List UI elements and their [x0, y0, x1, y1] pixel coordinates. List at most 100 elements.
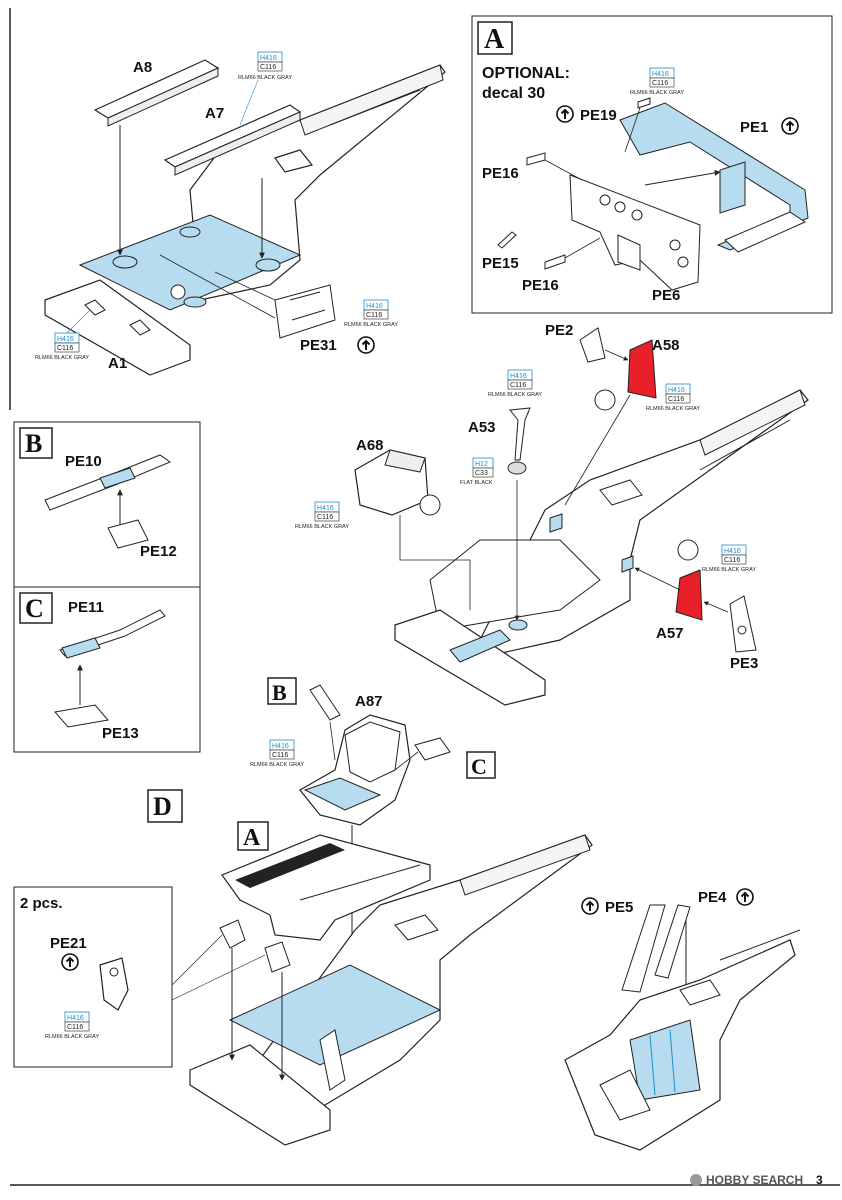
paint-callout: H416 C116 RLM66 BLACK GRAY [35, 309, 91, 361]
label-a57: A57 [656, 625, 684, 642]
svg-text:C116: C116 [724, 557, 740, 564]
label-pe6: PE6 [652, 287, 680, 304]
part-pe1 [619, 102, 809, 251]
top-left-assembly: A8 A7 A1 PE31 H416 C116 RLM66 BLACK GRAY… [35, 51, 446, 376]
label-a87: A87 [355, 693, 383, 710]
up-arrow-circle-icon [736, 888, 754, 906]
box-pe21: 2 pcs. PE21 H416 C116 RLM66 BLACK GRAY [13, 886, 173, 1068]
svg-text:RLM66 BLACK GRAY: RLM66 BLACK GRAY [702, 567, 756, 573]
label-a7: A7 [205, 105, 224, 122]
label-pe31: PE31 [300, 337, 337, 354]
paint-callout: H416 C116 RLM66 BLACK GRAY [344, 299, 398, 328]
svg-text:H416: H416 [57, 336, 74, 343]
bottom-right-harness: PE5 PE4 [564, 888, 801, 1151]
svg-text:C116: C116 [366, 312, 382, 319]
paint-callout: H416 C116 RLM66 BLACK GRAY [702, 544, 756, 573]
section-letter-a-ref: A [243, 825, 261, 851]
svg-text:C33: C33 [475, 470, 488, 477]
part-a58 [627, 339, 657, 399]
box-b-lap-belt: B PE10 PE12 [13, 421, 201, 588]
label-pe19: PE19 [580, 107, 617, 124]
label-a1: A1 [108, 355, 127, 372]
part-a8 [93, 59, 220, 119]
label-pe13: PE13 [102, 725, 139, 742]
svg-text:H416: H416 [272, 743, 289, 750]
up-arrow-circle-icon [581, 897, 599, 915]
svg-text:C116: C116 [57, 345, 73, 352]
svg-text:H416: H416 [510, 373, 527, 380]
label-pe15: PE15 [482, 255, 519, 272]
paint-callout: H12 C33 FLAT BLACK [460, 457, 494, 486]
paint-callout: H416 C116 RLM66 BLACK GRAY [630, 67, 684, 96]
section-letter-b: B [25, 429, 42, 458]
paint-callout: H416 C116 RLM66 BLACK GRAY [238, 51, 292, 126]
label-pe4: PE4 [698, 889, 727, 906]
section-letter-c: C [25, 594, 44, 623]
part-pe13 [54, 704, 109, 728]
svg-text:RLM66 BLACK GRAY: RLM66 BLACK GRAY [45, 1034, 99, 1040]
cockpit-floor-blue [78, 214, 302, 311]
label-pe12: PE12 [140, 543, 177, 560]
seat-assembly: B A87 C H416 C116 RLM66 BLACK GRAY [250, 677, 496, 1021]
svg-text:RLM66 BLACK GRAY: RLM66 BLACK GRAY [630, 90, 684, 96]
box-a-instrument-panel: A OPTIONAL: decal 30 PE19 PE1 PE16 PE15 … [471, 15, 833, 314]
base-plate-a1 [44, 279, 191, 376]
label-pe16-top: PE16 [482, 165, 519, 182]
part-a57 [675, 569, 703, 621]
part-pe15 [497, 231, 517, 249]
seat-belt-b-icon [309, 684, 341, 721]
page-number: 3 [816, 1173, 823, 1187]
svg-text:H416: H416 [366, 303, 383, 310]
up-arrow-circle-icon [781, 117, 799, 135]
label-optional: OPTIONAL: [482, 65, 570, 82]
part-pe16-bottom [544, 254, 566, 270]
paint-callout: H416 C116 RLM66 BLACK GRAY [250, 739, 304, 768]
section-letter-d: D [153, 792, 172, 821]
svg-text:C116: C116 [272, 752, 288, 759]
part-pe4-belt [654, 904, 691, 979]
svg-text:C116: C116 [652, 80, 668, 87]
svg-text:RLM66 BLACK GRAY: RLM66 BLACK GRAY [238, 75, 292, 81]
paint-callout: H416 C116 RLM66 BLACK GRAY [295, 501, 349, 530]
svg-text:RLM66 BLACK GRAY: RLM66 BLACK GRAY [488, 392, 542, 398]
part-pe2 [579, 327, 606, 363]
label-two-pcs: 2 pcs. [20, 895, 63, 912]
label-pe16-bottom: PE16 [522, 277, 559, 294]
svg-text:RLM66 BLACK GRAY: RLM66 BLACK GRAY [250, 762, 304, 768]
part-pe3 [729, 595, 757, 653]
part-pe21 [99, 957, 129, 1011]
label-pe3: PE3 [730, 655, 758, 672]
up-arrow-circle-icon [61, 953, 79, 971]
watermark-logo-icon [690, 1174, 702, 1186]
box-c-shoulder-belt: C PE11 PE13 [13, 586, 201, 753]
seat-belt-c-icon [414, 737, 451, 761]
instrument-panel-d [221, 834, 431, 941]
svg-text:FLAT BLACK: FLAT BLACK [460, 480, 493, 486]
svg-text:C116: C116 [668, 396, 684, 403]
svg-text:H416: H416 [724, 548, 741, 555]
label-a8: A8 [133, 59, 152, 76]
up-arrow-circle-icon [556, 105, 574, 123]
svg-text:C116: C116 [260, 64, 276, 71]
label-pe21: PE21 [50, 935, 87, 952]
svg-text:H416: H416 [317, 505, 334, 512]
watermark: HOBBY SEARCH [706, 1173, 803, 1187]
part-a53 [509, 407, 531, 461]
pe21-left-icon [219, 919, 246, 949]
up-arrow-circle-icon [357, 336, 375, 354]
part-pe5-belt [621, 904, 666, 993]
svg-text:RLM66 BLACK GRAY: RLM66 BLACK GRAY [35, 355, 89, 361]
paint-callout: H416 C116 RLM66 BLACK GRAY [646, 383, 700, 412]
section-letter-b-ref: B [272, 680, 287, 705]
paint-callout: H416 C116 RLM66 BLACK GRAY [488, 369, 542, 398]
svg-text:RLM66 BLACK GRAY: RLM66 BLACK GRAY [295, 524, 349, 530]
svg-text:H416: H416 [260, 55, 277, 62]
svg-text:H416: H416 [652, 71, 669, 78]
footer: HOBBY SEARCH 3 [690, 1173, 823, 1187]
svg-text:H12: H12 [475, 461, 488, 468]
label-pe1: PE1 [740, 119, 768, 136]
part-pe19 [637, 97, 651, 109]
paint-callout: H416 C116 RLM66 BLACK GRAY [45, 1011, 99, 1040]
label-pe11: PE11 [68, 599, 104, 616]
